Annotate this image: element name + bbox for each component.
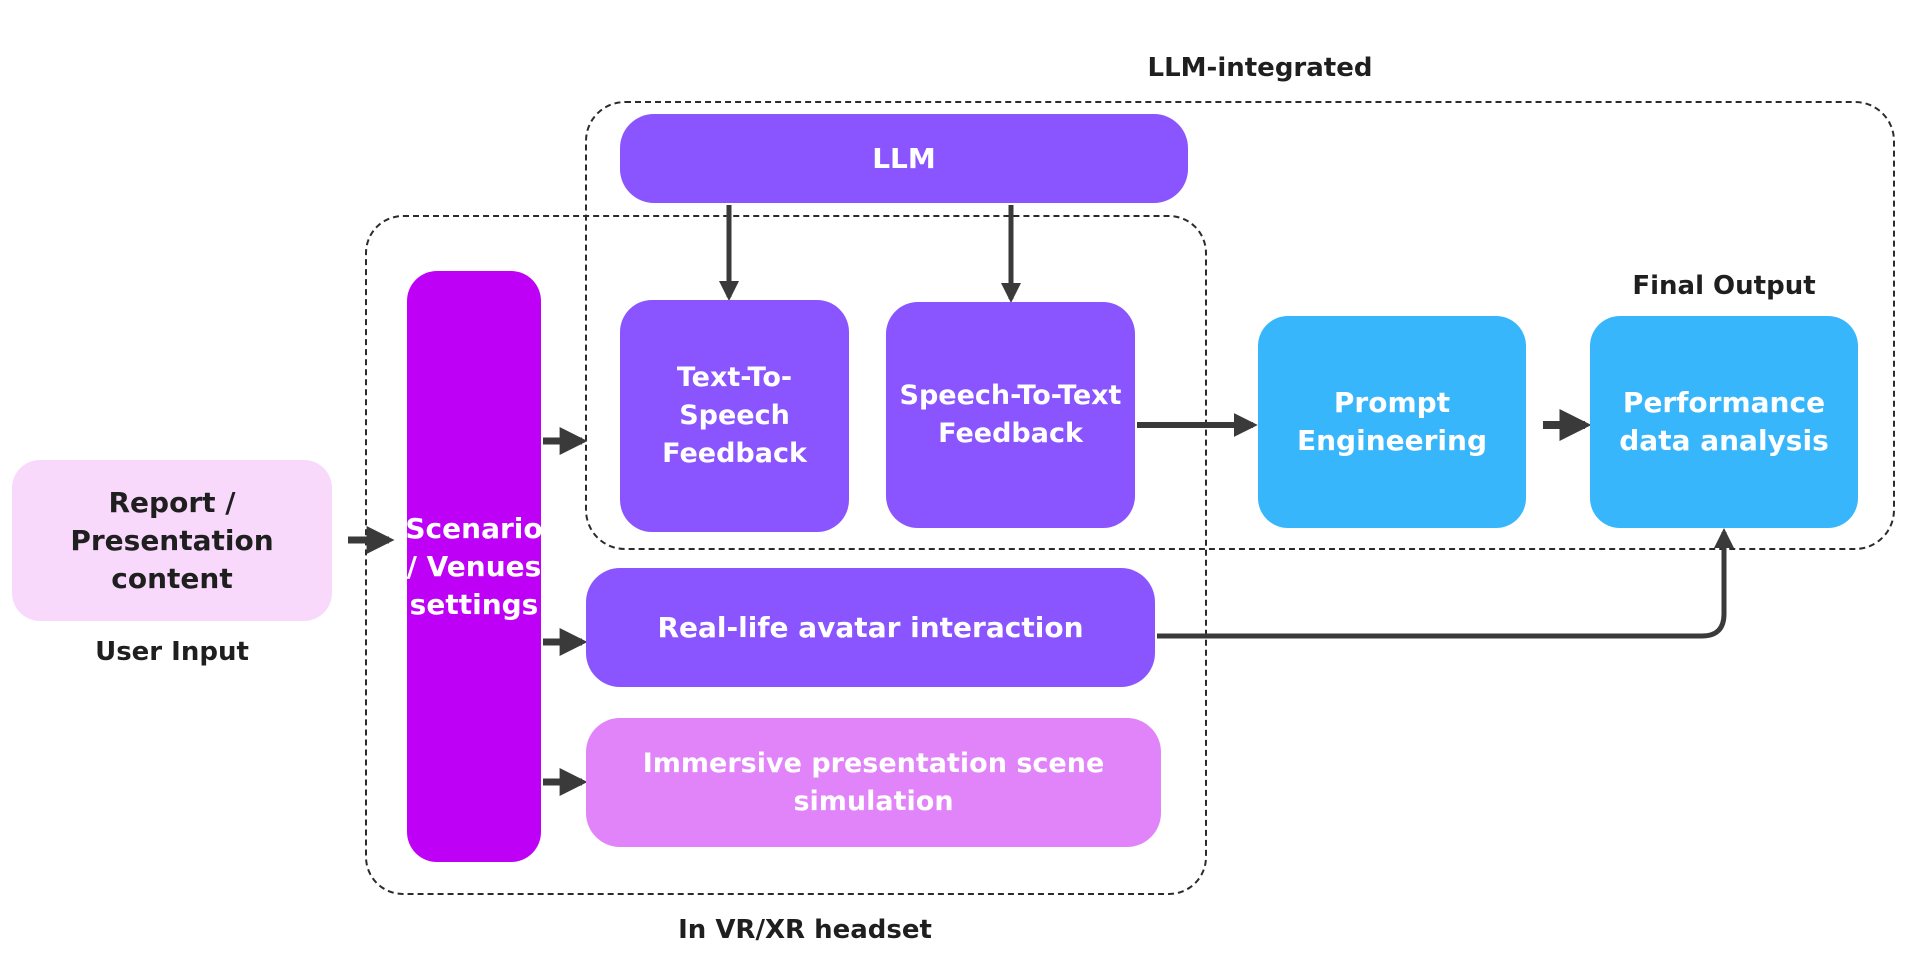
user-input-label: User Input bbox=[95, 637, 249, 667]
vr-xr-headset-label: In VR/XR headset bbox=[678, 915, 932, 945]
scenario-venues-node: Scenario / Venues settings bbox=[405, 271, 543, 862]
immersive-simulation-node: Immersive presentation scene simulation bbox=[586, 718, 1161, 847]
llm-integrated-label: LLM-integrated bbox=[1147, 53, 1373, 83]
text-to-speech-node: Text-To-Speech Feedback bbox=[620, 300, 849, 532]
report-content-text: Report / Presentation content bbox=[70, 485, 274, 595]
avatar-interaction-text: Real-life avatar interaction bbox=[657, 610, 1084, 644]
speech-to-text-text: Speech-To-Text Feedback bbox=[899, 380, 1122, 449]
text-to-speech-text: Text-To-Speech Feedback bbox=[662, 362, 807, 469]
llm-text: LLM bbox=[872, 141, 936, 175]
prompt-engineering-text: Prompt Engineering bbox=[1297, 386, 1487, 457]
report-content-node: Report / Presentation content bbox=[12, 460, 332, 621]
final-output-label: Final Output bbox=[1632, 271, 1816, 301]
prompt-engineering-node: Prompt Engineering bbox=[1258, 316, 1526, 528]
performance-analysis-text: Performance data analysis bbox=[1619, 386, 1829, 457]
llm-node: LLM bbox=[620, 114, 1188, 203]
scenario-venues-text: Scenario / Venues settings bbox=[405, 511, 543, 621]
arrow-avatar-to-performance bbox=[1157, 528, 1734, 639]
vr-xr-headset-region bbox=[365, 215, 1207, 895]
speech-to-text-node: Speech-To-Text Feedback bbox=[886, 302, 1135, 528]
performance-analysis-node: Performance data analysis bbox=[1590, 316, 1858, 528]
llm-integrated-region bbox=[585, 101, 1895, 550]
immersive-simulation-text: Immersive presentation scene simulation bbox=[642, 747, 1105, 817]
avatar-interaction-node: Real-life avatar interaction bbox=[586, 568, 1155, 687]
